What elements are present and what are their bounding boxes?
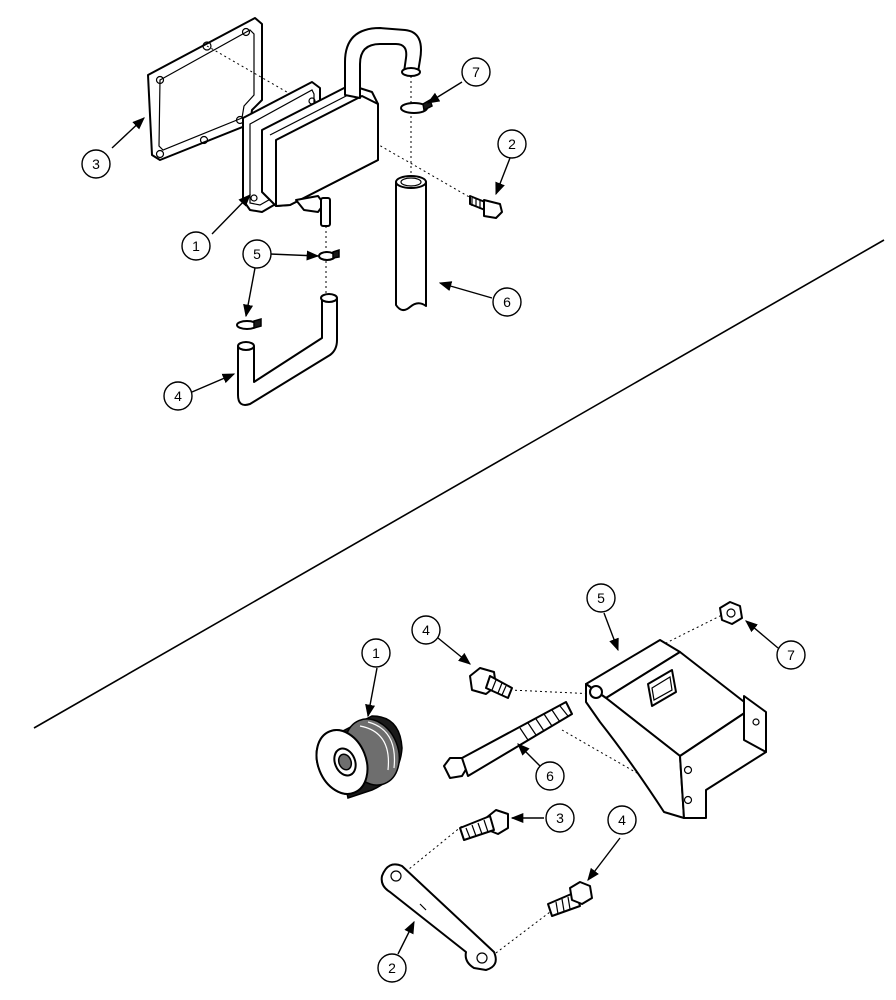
alignment-line-bracket bbox=[561, 729, 685, 801]
upper-callout-1: 1 bbox=[181, 231, 211, 261]
flange-bolt-part bbox=[469, 195, 503, 219]
svg-text:7: 7 bbox=[787, 647, 795, 663]
upper-callout-3: 3 bbox=[81, 149, 111, 179]
alignment-line-bolt-4 bbox=[509, 689, 597, 695]
hose-clamp-part bbox=[400, 98, 433, 114]
long-bolt-part bbox=[443, 701, 573, 779]
lower-callout-3: 3 bbox=[545, 803, 575, 833]
lower-callout-7: 7 bbox=[776, 640, 806, 670]
tube-clamp-part bbox=[318, 248, 340, 261]
section-divider-line bbox=[33, 239, 885, 729]
svg-text:4: 4 bbox=[174, 388, 182, 404]
link-bolt-part bbox=[459, 809, 509, 841]
alignment-line-link-bottom bbox=[483, 911, 551, 963]
leader-long-bolt bbox=[517, 743, 543, 769]
breather-hose-part bbox=[395, 175, 427, 311]
leader-clamp-5a bbox=[269, 250, 320, 261]
leader-link bbox=[397, 920, 415, 955]
leader-gasket bbox=[111, 117, 145, 149]
bracket-bolt-part bbox=[469, 667, 513, 699]
leader-clamp-7 bbox=[426, 81, 463, 104]
svg-text:1: 1 bbox=[372, 645, 380, 661]
lower-callout-6: 6 bbox=[535, 761, 565, 791]
leader-bolt-4b bbox=[587, 837, 621, 882]
lower-assembly bbox=[315, 601, 779, 971]
gasket-part bbox=[147, 17, 263, 161]
lower-callout-5: 5 bbox=[586, 583, 616, 613]
lower-callout-1: 1 bbox=[361, 638, 391, 668]
separator-body-part bbox=[242, 27, 422, 227]
leader-bolt-4a bbox=[437, 637, 471, 665]
tube-clamp-part-2 bbox=[236, 318, 262, 330]
svg-text:5: 5 bbox=[597, 590, 605, 606]
leader-pulley bbox=[365, 667, 378, 718]
lower-callout-4b: 4 bbox=[607, 805, 637, 835]
pulley-part bbox=[315, 715, 403, 799]
svg-text:4: 4 bbox=[618, 812, 626, 828]
leader-bracket bbox=[603, 612, 619, 652]
svg-text:2: 2 bbox=[508, 136, 516, 152]
upper-callout-7: 7 bbox=[461, 57, 491, 87]
leader-clamp-5b bbox=[243, 267, 256, 318]
svg-text:6: 6 bbox=[503, 294, 511, 310]
svg-text:3: 3 bbox=[92, 156, 100, 172]
svg-text:1: 1 bbox=[192, 238, 200, 254]
upper-callout-5: 5 bbox=[242, 239, 272, 269]
leader-nut bbox=[745, 620, 779, 649]
flange-nut-part bbox=[719, 601, 743, 625]
leader-body bbox=[211, 194, 251, 235]
svg-text:4: 4 bbox=[422, 622, 430, 638]
drain-tube-part bbox=[237, 293, 338, 406]
leader-hose bbox=[438, 281, 493, 299]
leader-tube bbox=[191, 373, 236, 393]
upper-callout-2: 2 bbox=[497, 129, 527, 159]
svg-text:6: 6 bbox=[546, 768, 554, 784]
upper-callout-4: 4 bbox=[163, 381, 193, 411]
svg-text:7: 7 bbox=[472, 64, 480, 80]
leader-bolt bbox=[495, 157, 511, 196]
upper-assembly bbox=[111, 17, 511, 406]
alignment-line-link-top bbox=[397, 825, 463, 879]
lower-callout-2: 2 bbox=[377, 953, 407, 983]
lower-callout-4a: 4 bbox=[411, 615, 441, 645]
adjusting-link-part bbox=[380, 863, 497, 971]
mounting-bracket-part bbox=[585, 639, 767, 819]
svg-text:3: 3 bbox=[556, 810, 564, 826]
upper-callout-6: 6 bbox=[492, 287, 522, 317]
link-bolt-4-part bbox=[547, 881, 593, 917]
svg-text:5: 5 bbox=[253, 246, 261, 262]
svg-text:2: 2 bbox=[388, 960, 396, 976]
alignment-line-nut bbox=[651, 613, 725, 651]
